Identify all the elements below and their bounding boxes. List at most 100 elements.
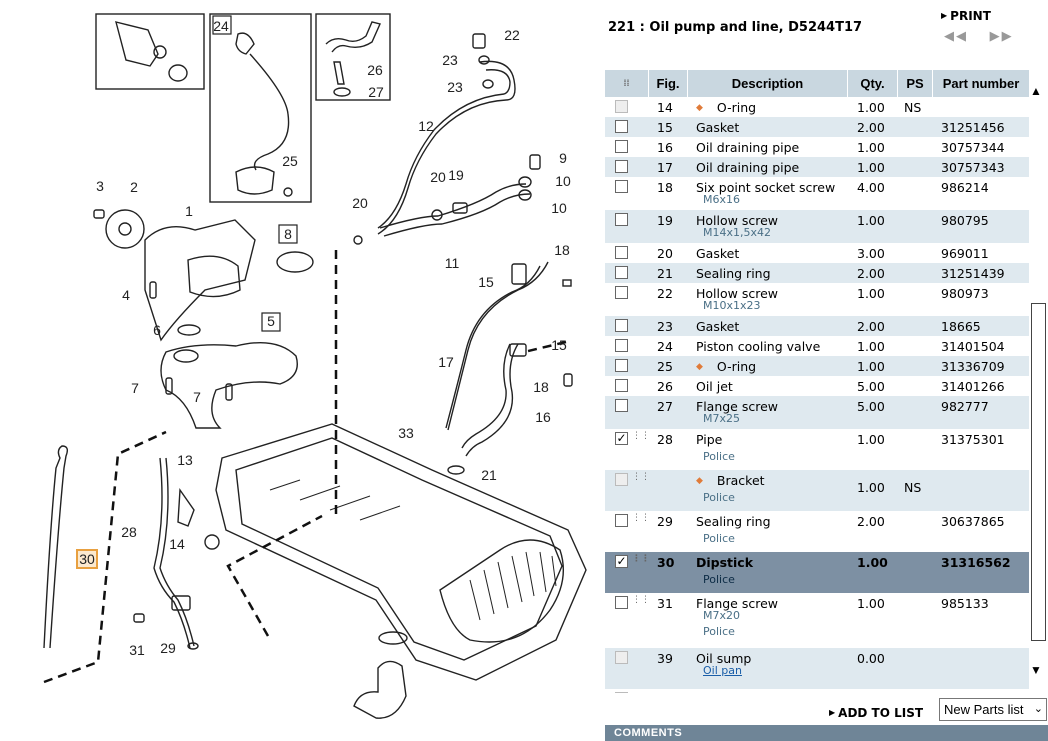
callout-18[interactable]: 18: [554, 242, 570, 258]
callout-31[interactable]: 31: [129, 642, 145, 658]
row-checkbox[interactable]: [615, 319, 628, 332]
drag-dots-icon[interactable]: ⋮⋮: [632, 513, 650, 523]
row-checkbox[interactable]: [615, 180, 628, 193]
callout-5[interactable]: 5: [267, 313, 275, 329]
callout-28[interactable]: 28: [121, 524, 137, 540]
row-checkbox[interactable]: [615, 246, 628, 259]
callout-26[interactable]: 26: [367, 62, 383, 78]
row-checkbox[interactable]: [615, 140, 628, 153]
callout-8[interactable]: 8: [284, 226, 292, 242]
oil-pan-link[interactable]: Oil pan: [703, 664, 742, 677]
callout-25[interactable]: 25: [282, 153, 298, 169]
callout-6[interactable]: 6: [153, 322, 161, 338]
callout-18[interactable]: 18: [533, 379, 549, 395]
drag-dots-icon[interactable]: ⋮⋮: [632, 554, 650, 564]
row-checkbox[interactable]: [615, 359, 628, 372]
row-checkbox[interactable]: [615, 399, 628, 412]
callout-13[interactable]: 13: [177, 452, 193, 468]
cell-description: Pipe: [696, 432, 722, 447]
scroll-up-icon[interactable]: ▲: [1030, 84, 1042, 98]
callout-20[interactable]: 20: [352, 195, 368, 211]
header-select-column[interactable]: ⁞⁞: [605, 70, 649, 97]
row-checkbox[interactable]: ✓: [615, 431, 628, 445]
callout-33[interactable]: 33: [398, 425, 414, 441]
add-to-list-button[interactable]: ▶ADD TO LIST: [829, 706, 923, 720]
row-checkbox[interactable]: [615, 160, 628, 173]
header-part-number[interactable]: Part number: [942, 76, 1020, 91]
row-checkbox[interactable]: [615, 339, 628, 352]
callout-10[interactable]: 10: [551, 200, 567, 216]
next-page-icon[interactable]: ▶▶: [989, 28, 1014, 43]
callout-9[interactable]: 9: [559, 150, 567, 166]
callout-16[interactable]: 16: [535, 409, 551, 425]
parts-list-select[interactable]: New Parts list⌄: [939, 698, 1047, 721]
previous-page-icon[interactable]: ◀◀: [944, 28, 968, 43]
print-button[interactable]: ▶PRINT: [941, 9, 991, 23]
callout-2[interactable]: 2: [130, 179, 138, 195]
callout-15[interactable]: 15: [551, 337, 567, 353]
cell-qty: 1.00: [857, 213, 885, 228]
callout-24[interactable]: 24: [213, 18, 229, 34]
callout-1[interactable]: 1: [185, 203, 193, 219]
row-checkbox[interactable]: [615, 379, 628, 392]
drag-dots-icon[interactable]: ⋮⋮: [632, 431, 650, 441]
drag-dots-icon[interactable]: ⋮⋮: [632, 472, 650, 482]
row-checkbox[interactable]: [615, 213, 628, 226]
header-ps[interactable]: PS: [898, 70, 933, 97]
row-checkbox[interactable]: [615, 514, 628, 527]
callout-7[interactable]: 7: [131, 380, 139, 396]
row-checkbox[interactable]: [615, 596, 628, 609]
callout-15[interactable]: 15: [478, 274, 494, 290]
callout-11[interactable]: 11: [445, 255, 460, 271]
table-row[interactable]: 400.00: [605, 689, 1029, 693]
callout-21[interactable]: 21: [481, 467, 497, 483]
callout-4[interactable]: 4: [122, 287, 130, 303]
comments-bar[interactable]: COMMENTS: [605, 725, 1048, 741]
scroll-down-icon[interactable]: ▼: [1030, 663, 1042, 677]
row-checkbox[interactable]: [615, 120, 628, 133]
callout-30[interactable]: 30: [79, 551, 95, 567]
header-fig[interactable]: Fig.: [649, 70, 688, 97]
row-checkbox[interactable]: [615, 266, 628, 279]
row-checkbox[interactable]: ✓: [615, 554, 628, 568]
callout-22[interactable]: 22: [504, 27, 520, 43]
callout-3[interactable]: 3: [96, 178, 104, 194]
header-description[interactable]: Description: [688, 70, 848, 97]
drag-dots-icon[interactable]: ⋮⋮: [632, 595, 650, 605]
callout-29[interactable]: 29: [160, 640, 176, 656]
callout-14[interactable]: 14: [169, 536, 185, 552]
scrollbar-thumb[interactable]: [1031, 303, 1046, 641]
header-qty[interactable]: Qty.: [848, 70, 898, 97]
callout-20[interactable]: 20: [430, 169, 446, 185]
callout-19[interactable]: 19: [448, 167, 464, 183]
callout-10[interactable]: 10: [555, 173, 571, 189]
callout-27[interactable]: 27: [368, 84, 384, 100]
callout-7[interactable]: 7: [193, 389, 201, 405]
row-checkbox[interactable]: [615, 286, 628, 299]
callout-23[interactable]: 23: [447, 79, 463, 95]
callout-12[interactable]: 12: [418, 118, 434, 134]
callout-23[interactable]: 23: [442, 52, 458, 68]
callout-17[interactable]: 17: [438, 354, 454, 370]
